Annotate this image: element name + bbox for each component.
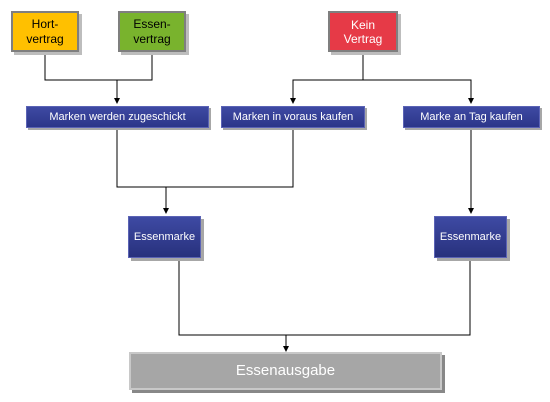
arrowhead-zugeschickt — [114, 98, 120, 104]
hort-vertrag-line2: vertrag — [26, 31, 64, 46]
arrowhead-final — [283, 346, 289, 352]
arrowhead-voraus — [290, 98, 296, 104]
connector-kein-to-tag — [363, 79, 472, 100]
arrowhead-right-mark — [468, 208, 474, 214]
essenausgabe-box: Essenausgabe — [129, 352, 442, 390]
essen-vertrag-line2: vertrag — [133, 31, 171, 46]
kein-vertrag-label: Kein Vertrag — [343, 17, 383, 46]
hort-vertrag-box: Hort- vertrag — [11, 11, 79, 52]
kein-vertrag-box: Kein Vertrag — [328, 11, 398, 52]
marken-zugeschickt-box: Marken werden zugeschickt — [26, 106, 209, 128]
arrowhead-tag — [468, 98, 474, 104]
marke-tag-box: Marke an Tag kaufen — [403, 106, 540, 128]
hort-vertrag-line1: Hort- — [31, 16, 59, 31]
marken-zugeschickt-label: Marken werden zugeschickt — [49, 111, 186, 123]
connector-marks-merge — [178, 258, 471, 336]
essenmarke-left-label: Essenmarke — [133, 231, 196, 243]
essenmarke-right-box: Essenmarke — [434, 216, 507, 258]
connector-contracts-merge — [44, 52, 153, 81]
essen-vertrag-box: Essen- vertrag — [118, 11, 186, 52]
connector-kein-to-voraus — [292, 52, 364, 100]
arrowhead-left-mark — [163, 208, 169, 214]
essenausgabe-label: Essenausgabe — [235, 362, 336, 379]
marken-voraus-label: Marken in voraus kaufen — [232, 111, 354, 123]
essenmarke-right-label: Essenmarke — [439, 231, 502, 243]
marke-tag-label: Marke an Tag kaufen — [420, 111, 523, 123]
essenmarke-left-box: Essenmarke — [128, 216, 201, 258]
marken-voraus-box: Marken in voraus kaufen — [221, 106, 365, 128]
essen-vertrag-line1: Essen- — [133, 16, 171, 31]
connector-left-merge — [116, 128, 294, 188]
